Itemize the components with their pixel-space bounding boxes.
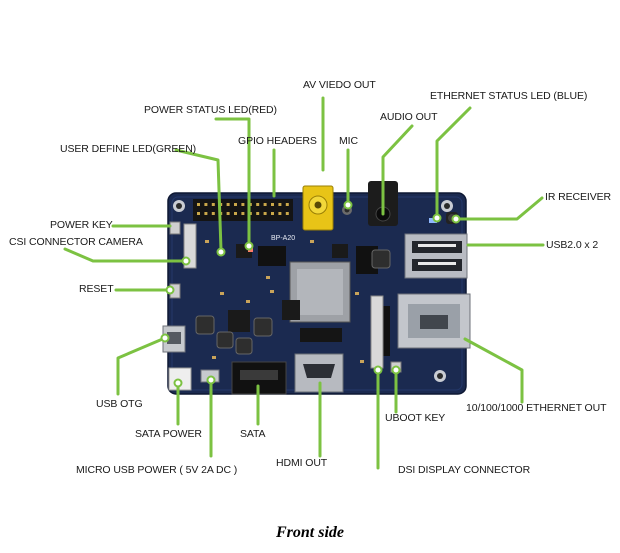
label-av-video-out: AV VIEDO OUT xyxy=(303,79,376,91)
gpio-pin xyxy=(241,212,245,215)
leader-ethernet-status-led xyxy=(435,106,472,218)
gpio-pin xyxy=(263,203,267,206)
label-usb-otg: USB OTG xyxy=(96,398,143,410)
label-ethernet-status-led: ETHERNET STATUS LED (BLUE) xyxy=(430,90,588,102)
leader-csi-connector xyxy=(63,247,188,263)
leader-usb-otg xyxy=(116,336,167,396)
label-sata-power: SATA POWER xyxy=(135,428,202,440)
gpio-pin xyxy=(234,212,237,215)
inductor xyxy=(195,249,391,355)
leader-markers xyxy=(160,200,461,388)
gpio-pin xyxy=(271,212,274,215)
leader-power-status-led xyxy=(214,117,251,246)
gpio-pin xyxy=(211,203,215,206)
gpio-pin xyxy=(263,212,267,215)
leader-ethernet-out xyxy=(463,337,524,404)
ethernet-status-led xyxy=(429,218,437,223)
label-mic: MIC xyxy=(339,135,358,147)
gpio-header xyxy=(193,199,293,221)
leader-lines xyxy=(63,96,545,470)
gpio-pin xyxy=(226,203,230,206)
power-key xyxy=(169,221,181,235)
gpio-pin xyxy=(285,203,289,206)
label-ir-receiver: IR RECEIVER xyxy=(545,191,611,203)
label-sata: SATA xyxy=(240,428,266,440)
gpio-pin xyxy=(197,212,200,215)
label-uboot-key: UBOOT KEY xyxy=(385,412,446,424)
ethernet-jack xyxy=(397,293,471,349)
gpio-pin xyxy=(241,203,245,206)
gpio-pin xyxy=(204,203,208,206)
gpio-pin xyxy=(204,212,208,215)
leader-audio-out xyxy=(381,124,414,216)
label-hdmi-out: HDMI OUT xyxy=(276,457,328,469)
debug-header xyxy=(300,328,342,342)
label-audio-out: AUDIO OUT xyxy=(380,111,438,123)
label-reset: RESET xyxy=(79,283,114,295)
leader-user-define-led xyxy=(174,148,223,252)
figure-caption: Front side xyxy=(275,524,344,541)
dsi-connector xyxy=(370,295,384,369)
gpio-pin xyxy=(197,203,200,206)
label-gpio-headers: GPIO HEADERS xyxy=(238,135,317,147)
gpio-pin xyxy=(256,203,260,206)
label-dsi-display-connector: DSI DISPLAY CONNECTOR xyxy=(398,464,531,476)
label-ethernet-out: 10/100/1000 ETHERNET OUT xyxy=(466,402,607,414)
usb-port-stack xyxy=(404,233,468,279)
label-csi-connector-camera: CSI CONNECTOR CAMERA xyxy=(9,236,143,248)
gpio-pin xyxy=(271,203,274,206)
label-user-define-led: USER DEFINE LED(GREEN) xyxy=(60,143,197,155)
leader-ir-receiver xyxy=(454,196,544,221)
label-power-status-led: POWER STATUS LED(RED) xyxy=(144,104,277,116)
gpio-pin xyxy=(285,212,289,215)
label-usb20-x2: USB2.0 x 2 xyxy=(546,239,599,251)
label-power-key: POWER KEY xyxy=(50,219,113,231)
gpio-pin xyxy=(211,212,215,215)
gpio-pin xyxy=(226,212,230,215)
gpio-pin xyxy=(278,212,282,215)
board-silkscreen: BP-A20 xyxy=(271,235,295,242)
gpio-pin xyxy=(234,203,237,206)
gpio-pin xyxy=(278,203,282,206)
sata-connector xyxy=(231,361,287,395)
av-jack xyxy=(302,185,334,231)
label-micro-usb-power: MICRO USB POWER ( 5V 2A DC ) xyxy=(76,464,238,476)
usb-otg-port xyxy=(162,325,186,353)
gpio-pin xyxy=(256,212,260,215)
